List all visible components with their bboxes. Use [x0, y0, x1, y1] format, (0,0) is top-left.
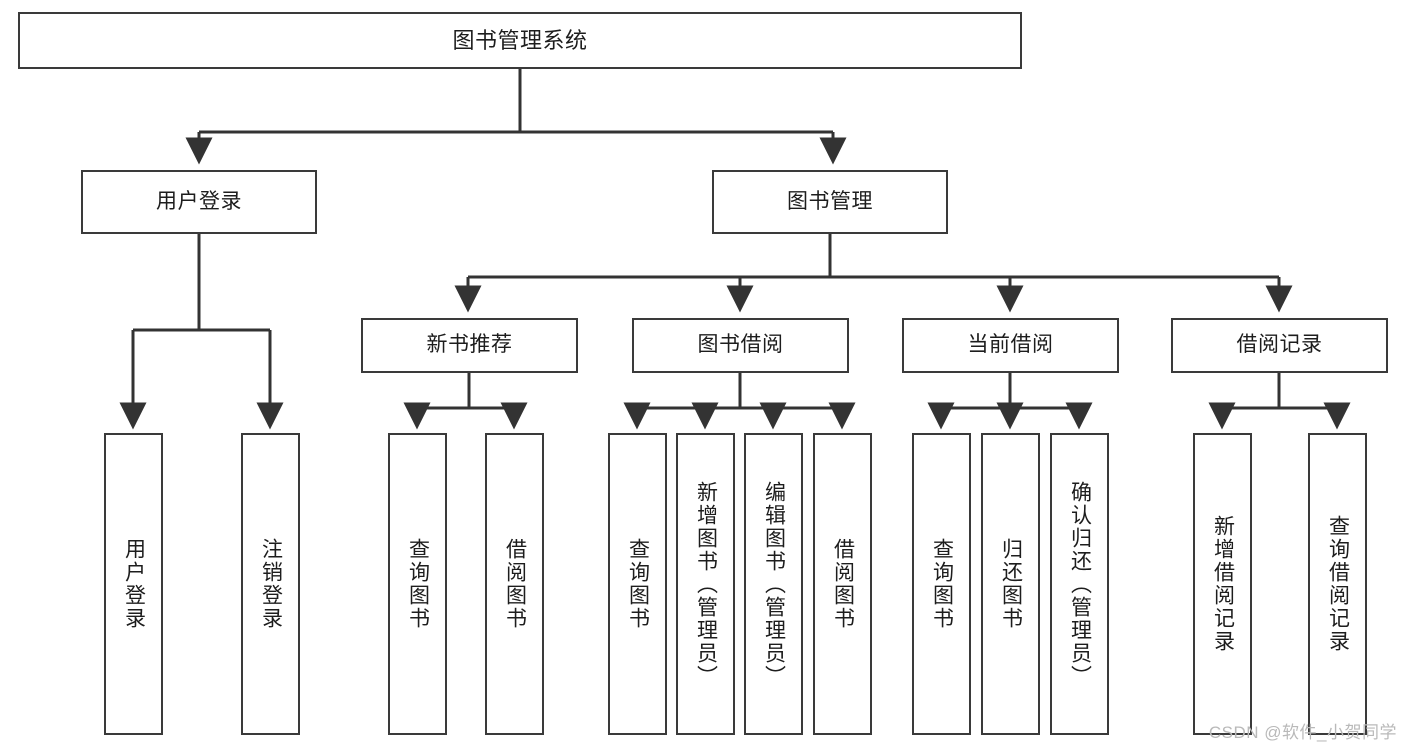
node-label: 确认归还（管理员）	[1068, 480, 1092, 688]
node-borrow-record[interactable]: 借阅记录	[1171, 318, 1388, 373]
node-label: 当前借阅	[967, 333, 1054, 357]
leaf-user-login-login[interactable]: 用户登录	[104, 433, 163, 735]
leaf-record-query-borrow-record[interactable]: 查询借阅记录	[1308, 433, 1367, 735]
leaf-current-confirm-return-admin[interactable]: 确认归还（管理员）	[1050, 433, 1109, 735]
leaf-borrow-add-book-admin[interactable]: 新增图书（管理员）	[676, 433, 735, 735]
node-label: 用户登录	[156, 189, 242, 213]
leaf-recommend-query-book[interactable]: 查询图书	[388, 433, 447, 735]
node-root-book-management-system[interactable]: 图书管理系统	[18, 12, 1022, 69]
node-book-borrow[interactable]: 图书借阅	[632, 318, 849, 373]
node-label: 图书管理	[787, 189, 873, 213]
node-user-login[interactable]: 用户登录	[81, 170, 317, 234]
leaf-borrow-borrow-book[interactable]: 借阅图书	[813, 433, 872, 735]
node-new-book-recommend[interactable]: 新书推荐	[361, 318, 578, 373]
node-label: 图书管理系统	[452, 27, 588, 53]
leaf-recommend-borrow-book[interactable]: 借阅图书	[485, 433, 544, 735]
node-label: 查询借阅记录	[1326, 515, 1350, 653]
node-label: 注销登录	[259, 538, 283, 630]
node-label: 借阅记录	[1236, 333, 1323, 357]
node-book-management[interactable]: 图书管理	[712, 170, 948, 234]
node-label: 查询图书	[930, 538, 954, 630]
leaf-borrow-query-book[interactable]: 查询图书	[608, 433, 667, 735]
node-label: 编辑图书（管理员）	[762, 480, 786, 688]
leaf-user-login-logout[interactable]: 注销登录	[241, 433, 300, 735]
node-label: 查询图书	[406, 538, 430, 630]
node-label: 用户登录	[122, 538, 146, 630]
leaf-record-add-borrow-record[interactable]: 新增借阅记录	[1193, 433, 1252, 735]
node-current-borrow[interactable]: 当前借阅	[902, 318, 1119, 373]
node-label: 借阅图书	[831, 538, 855, 630]
node-label: 查询图书	[626, 538, 650, 630]
node-label: 借阅图书	[503, 538, 527, 630]
node-label: 新增借阅记录	[1211, 515, 1235, 653]
node-label: 归还图书	[999, 538, 1023, 630]
leaf-borrow-edit-book-admin[interactable]: 编辑图书（管理员）	[744, 433, 803, 735]
leaf-current-query-book[interactable]: 查询图书	[912, 433, 971, 735]
node-label: 新书推荐	[426, 333, 513, 357]
leaf-current-return-book[interactable]: 归还图书	[981, 433, 1040, 735]
node-label: 图书借阅	[697, 333, 784, 357]
node-label: 新增图书（管理员）	[694, 480, 718, 688]
watermark-text: CSDN @软件_小贺同学	[1208, 723, 1397, 742]
